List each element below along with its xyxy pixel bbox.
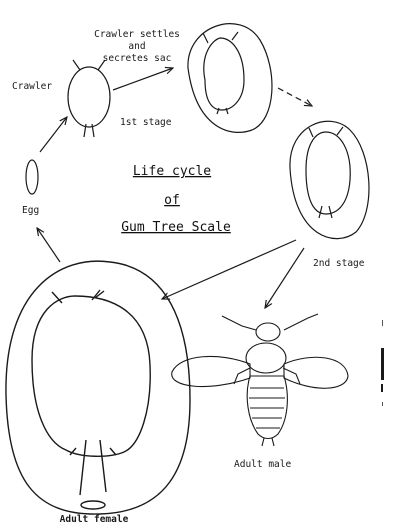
- crawler-drawing: [68, 60, 110, 137]
- second-stage-label: 2nd stage: [313, 258, 365, 269]
- title-line-1: Life cycle: [133, 164, 211, 179]
- egg-label: Egg: [22, 205, 39, 216]
- first-stage-drawing: [188, 24, 272, 133]
- arrow-egg-to-crawler: [40, 117, 67, 152]
- crawler-settles-label: Crawler settles and secretes sac: [94, 29, 180, 64]
- title-line-2: of: [164, 193, 180, 208]
- first-stage-label: 1st stage: [120, 117, 172, 128]
- adult-male-drawing: [172, 314, 348, 446]
- adult-female-label: Adult female: [60, 514, 129, 524]
- arrow-second-stage-to-male: [265, 248, 304, 308]
- arrow-first-to-second-stage: [278, 88, 312, 106]
- crawler-settles-line-2: and: [128, 41, 145, 52]
- title-line-3: Gum Tree Scale: [121, 220, 231, 235]
- crawler-settles-line-1: Crawler settles: [94, 29, 180, 40]
- crawler-label: Crawler: [12, 81, 52, 92]
- crawler-settles-line-3: secretes sac: [103, 53, 172, 64]
- arrow-crawler-to-first-stage: [113, 68, 173, 90]
- arrow-female-to-egg: [37, 228, 60, 262]
- egg-drawing: [26, 160, 38, 194]
- adult-male-label: Adult male: [234, 459, 291, 470]
- second-stage-drawing: [290, 121, 369, 238]
- scan-edge-marks: [381, 320, 384, 406]
